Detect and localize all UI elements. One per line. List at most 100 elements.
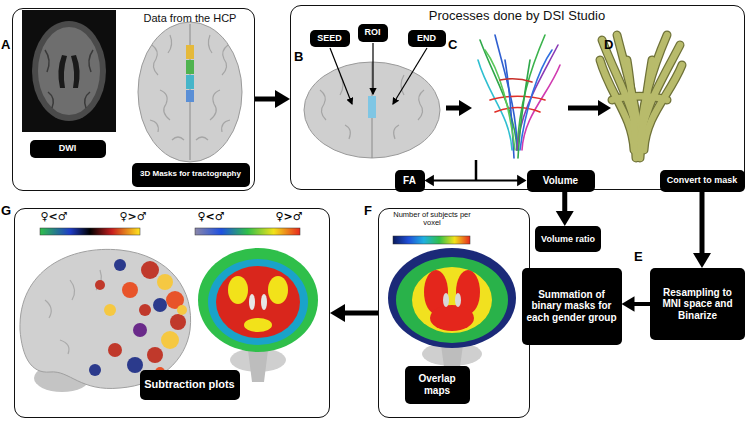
brain-mask-render-part: [186, 60, 194, 74]
arrow-shaft: [255, 97, 278, 102]
lateral-brain-plot-part: [108, 343, 122, 357]
arrow-head: [425, 175, 434, 186]
box-text: Subtraction plots: [144, 378, 234, 390]
tractography-streamlines-part: [490, 96, 545, 100]
brain-mask-render: [138, 22, 242, 162]
box-text: Volume ratio: [541, 234, 595, 244]
arrow-shaft: [632, 302, 650, 306]
process-box: Volume ratio: [535, 226, 601, 252]
arrow-head: [330, 304, 345, 322]
leader-line-part: [393, 48, 427, 104]
lateral-brain-plot-part: [157, 274, 173, 290]
overlap-map-part: [443, 293, 449, 307]
leader-line: [330, 43, 427, 104]
lateral-brain-plot-part: [20, 249, 191, 388]
process-arrow-part: [459, 100, 472, 116]
coronal-brain-plot-part: [216, 266, 300, 338]
brain-top-view: [304, 62, 440, 158]
subtraction-colorbar-part: [40, 228, 140, 235]
flow-arrow: [622, 296, 651, 312]
brain-top-view-part: [320, 75, 424, 139]
leader-line-part: [372, 43, 373, 94]
box-text: Summation of binary masks for each gende…: [526, 289, 618, 323]
dwi-image-part: [38, 27, 100, 115]
brain-top-view-part: [368, 96, 376, 118]
process-box: Resampling to MNI space and Binarize: [650, 268, 745, 340]
arrow-head: [556, 211, 574, 226]
lateral-brain-plot-part: [161, 331, 179, 349]
measure-box: FA: [395, 170, 425, 192]
box-text: END: [417, 33, 436, 43]
colorbar-end-label: ♀>♂: [112, 211, 154, 223]
coronal-brain-plot-part: [248, 350, 268, 382]
lateral-brain-plot-part: [104, 304, 116, 316]
box-text: SEED: [317, 33, 342, 43]
coronal-brain-plot-part: [228, 276, 248, 304]
coronal-brain-plot-part: [244, 318, 272, 332]
tractography-streamlines-part: [480, 40, 517, 150]
tract-mask-part: [600, 35, 682, 158]
lateral-brain-plot-part: [89, 364, 101, 376]
overlap-map-part: [412, 267, 492, 333]
leader-line-part: [330, 48, 352, 104]
dwi-image-part: [45, 50, 93, 108]
label-box: 3D Masks for tractography: [132, 163, 250, 187]
panel-heading: Number of subjects per voxel: [391, 211, 473, 228]
flow-arrow: [425, 175, 527, 186]
brain-mask-render-part: [186, 75, 194, 89]
panel-letter: C: [448, 38, 457, 51]
label-box: Subtraction plots: [140, 370, 240, 400]
label-box: SEED: [310, 30, 350, 47]
tractography-streamlines-part: [505, 60, 514, 158]
label-box: END: [408, 30, 446, 47]
arrow-head: [622, 296, 635, 312]
box-text: 3D Masks for tractography: [140, 170, 241, 179]
panel-box: Data from the HCP DWI 3D Masks for tractog…: [12, 8, 255, 191]
coronal-brain-plot: [198, 248, 318, 382]
tractography-streamlines: [478, 35, 560, 158]
lateral-brain-plot-part: [147, 347, 163, 363]
panel-letter: B: [294, 50, 303, 63]
box-text: DWI: [59, 143, 77, 153]
arrow-head: [693, 253, 711, 268]
label-box: Overlap maps: [405, 366, 470, 404]
subtraction-colorbar-part: [195, 228, 300, 235]
arrow-head: [517, 175, 526, 186]
overlap-map-part: [388, 248, 516, 348]
brain-mask-render-part: [150, 35, 230, 140]
lateral-brain-plot-part: [45, 270, 101, 354]
label-box: ROI: [358, 24, 388, 42]
process-box: Summation of binary masks for each gende…: [522, 268, 622, 345]
arrow-shaft: [562, 192, 567, 215]
flow-arrow: [693, 192, 711, 269]
lateral-brain-plot-part: [114, 259, 126, 271]
process-arrow-part: [568, 106, 600, 111]
panel-letter: D: [604, 38, 613, 51]
brain-mask-render-part: [186, 45, 194, 59]
tractography-streamlines-part: [485, 50, 515, 150]
brain-mask-render-part: [138, 22, 242, 162]
tractography-streamlines-part: [495, 108, 540, 113]
panel-box: Number of subjects per voxelSummation of…: [378, 208, 530, 418]
box-text: Overlap maps: [409, 373, 466, 395]
tractography-streamlines-part: [500, 79, 532, 82]
overlap-colorbar-part: [393, 236, 470, 244]
panel-box: ♀<♂♀>♂Subtraction plots: [14, 208, 330, 418]
tractography-streamlines-part: [520, 50, 552, 150]
process-box: Convert to mask: [660, 170, 745, 192]
dwi-image-part: [71, 55, 80, 88]
lateral-brain-plot-part: [141, 261, 159, 279]
panel-letter: E: [634, 250, 643, 263]
panel-heading: Data from the HCP: [127, 12, 253, 24]
panel-box: Processes done by DSI StudioSEEDROIENDFA…: [290, 5, 745, 190]
lateral-brain-plot-part: [153, 298, 167, 312]
coronal-brain-plot-part: [261, 294, 267, 310]
overlap-colorbar: [393, 236, 470, 244]
lateral-brain-plot-part: [177, 305, 187, 315]
panel-letter: A: [1, 38, 10, 51]
dwi-image-part: [22, 10, 116, 132]
panel-letter: G: [1, 204, 11, 217]
